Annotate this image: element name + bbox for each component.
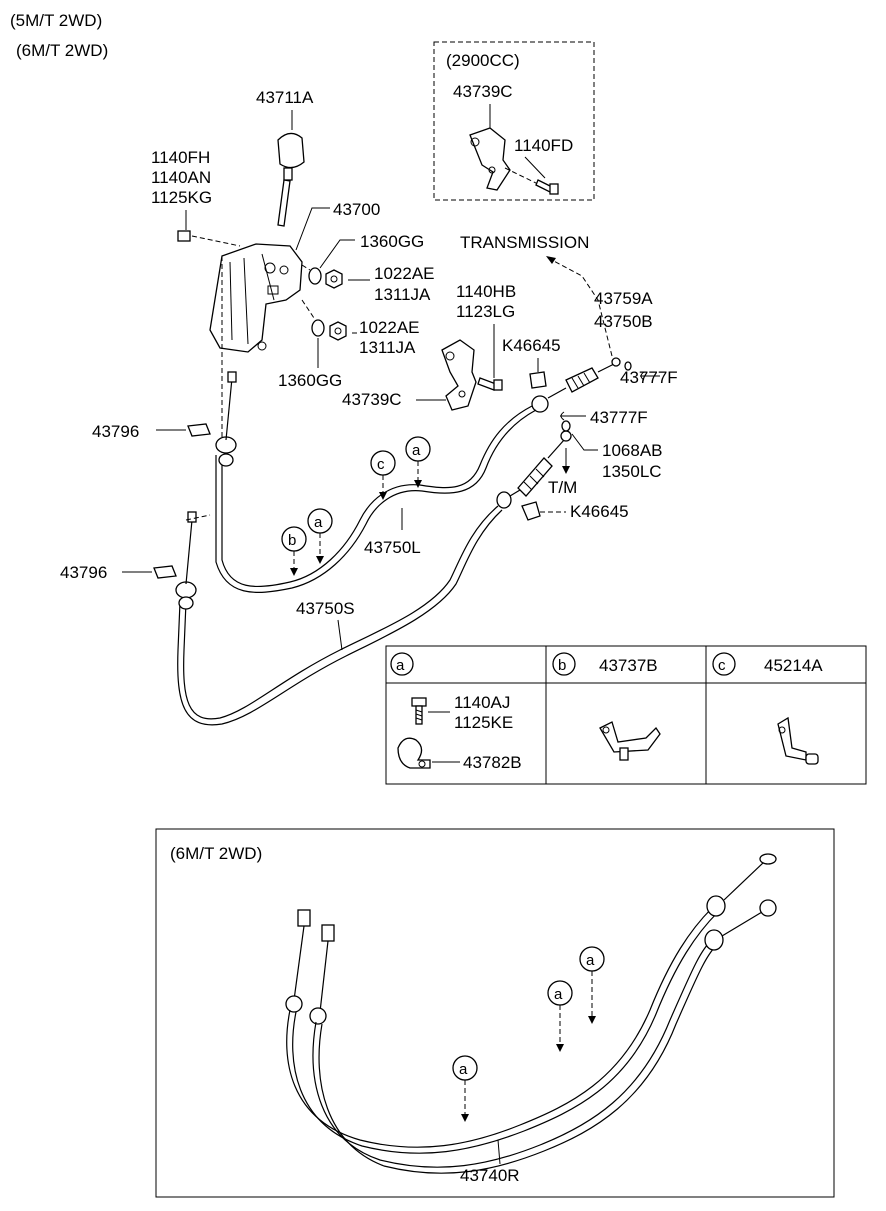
- bottom-variant-box: [155, 828, 835, 1198]
- marker-a-left: a: [307, 508, 333, 564]
- nut-upper-label-2: 1311JA: [374, 285, 431, 304]
- bolt-mid-label-1: 1140HB: [456, 282, 516, 301]
- bolt-mid-drawing: [477, 377, 503, 391]
- bracket-mid-label: 43739C: [342, 390, 402, 409]
- bolt-engine-label: 1140FD: [514, 136, 573, 155]
- washer-lower-label: 1360GG: [278, 371, 342, 390]
- knob-label: 43711A: [256, 88, 314, 107]
- cable-long-label: 43750L: [364, 538, 421, 557]
- variant-5mt-label: (5M/T 2WD): [10, 11, 102, 30]
- bracket-engine-drawing: [469, 127, 511, 191]
- bolt-mid-label-2: 1123LG: [456, 302, 515, 321]
- legend-b-part: 43737B: [599, 656, 658, 675]
- nut-upper-label-1: 1022AE: [374, 264, 435, 283]
- pin-upper-label: 43777F: [620, 368, 678, 387]
- nut-lower-drawing: [329, 321, 347, 341]
- bottom-variant-label: (6M/T 2WD): [170, 844, 262, 863]
- marker-b-left: b: [281, 526, 307, 576]
- washer-tm-drawing: [561, 420, 571, 432]
- legend-table: a b 43737B c 45214A 1140AJ 1125KE 43782B: [385, 645, 867, 785]
- marker-a-bottom-3: a: [579, 946, 605, 1024]
- clip-left-upper-drawing: [187, 423, 211, 437]
- tm-label: T/M: [548, 478, 577, 497]
- svg-text:c: c: [377, 456, 385, 473]
- clip-left-upper-label: 43796: [92, 422, 139, 441]
- legend-a-letter: a: [396, 657, 405, 674]
- washer-upper-label: 1360GG: [360, 232, 424, 251]
- shift-knob-drawing: [277, 132, 305, 181]
- legend-bracket-c-drawing: [777, 716, 819, 765]
- clip-lower-label: K46645: [570, 502, 629, 521]
- clip-upper-label: K46645: [502, 336, 561, 355]
- bracket-mid-drawing: [441, 339, 477, 411]
- svg-text:a: a: [554, 986, 563, 1003]
- svg-text:a: a: [459, 1061, 468, 1078]
- legend-c-letter: c: [718, 657, 726, 674]
- cable-long-drawing: [215, 357, 632, 593]
- legend-bolt-drawing: [411, 697, 427, 725]
- bolts-top-label-2: 1140AN: [151, 168, 211, 187]
- marker-a-upper: a: [405, 436, 431, 488]
- clip-lower-drawing: [521, 501, 541, 521]
- clip-left-lower-drawing: [153, 565, 177, 579]
- nut-upper-drawing: [325, 269, 343, 289]
- transmission-label: TRANSMISSION: [460, 233, 589, 252]
- legend-a-part-2: 1125KE: [454, 713, 513, 732]
- legend-c-part: 45214A: [764, 656, 823, 675]
- marker-c-upper: c: [370, 450, 396, 500]
- cable-end-label-2: 43750B: [594, 312, 653, 331]
- marker-a-bottom-2: a: [547, 980, 573, 1052]
- washer-tm-label-1: 1068AB: [602, 441, 663, 460]
- clip-left-lower-label: 43796: [60, 563, 107, 582]
- washer-lower-drawing: [311, 319, 325, 337]
- nut-lower-label-2: 1311JA: [359, 338, 416, 357]
- engine-variant-label: (2900CC): [446, 51, 520, 70]
- bracket-engine-label: 43739C: [453, 82, 513, 101]
- legend-a-clamp: 43782B: [463, 753, 522, 772]
- svg-text:b: b: [288, 532, 296, 549]
- svg-text:a: a: [412, 442, 421, 459]
- svg-text:a: a: [586, 952, 595, 969]
- variant-6mt-label: (6M/T 2WD): [16, 41, 108, 60]
- bolts-top-label-1: 1140FH: [151, 148, 210, 167]
- legend-clamp-drawing: [397, 737, 431, 769]
- marker-a-bottom-1: a: [452, 1055, 478, 1122]
- washer-tm-label-2: 1350LC: [602, 462, 662, 481]
- bolt-top-drawing: [177, 230, 241, 247]
- washer-upper-drawing: [308, 267, 322, 285]
- cable-6mt-drawing: [285, 853, 777, 1174]
- legend-bracket-b-drawing: [599, 721, 661, 761]
- svg-text:a: a: [314, 514, 323, 531]
- clip-upper-drawing: [529, 371, 547, 389]
- cable-end-label-1: 43759A: [594, 289, 653, 308]
- shift-lever-housing-drawing: [209, 243, 303, 353]
- legend-b-letter: b: [558, 657, 566, 674]
- engine-variant-box: [433, 41, 595, 201]
- bolt-engine-drawing: [535, 179, 559, 195]
- cable-short-label: 43750S: [296, 599, 355, 618]
- legend-a-part-1: 1140AJ: [454, 693, 510, 712]
- cable-6mt-label: 43740R: [460, 1166, 520, 1185]
- cable-short-drawing: [175, 430, 572, 726]
- pin-lower-label: 43777F: [590, 408, 648, 427]
- nut-lower-label-1: 1022AE: [359, 318, 420, 337]
- lever-assy-label: 43700: [333, 200, 380, 219]
- bolts-top-label-3: 1125KG: [151, 188, 212, 207]
